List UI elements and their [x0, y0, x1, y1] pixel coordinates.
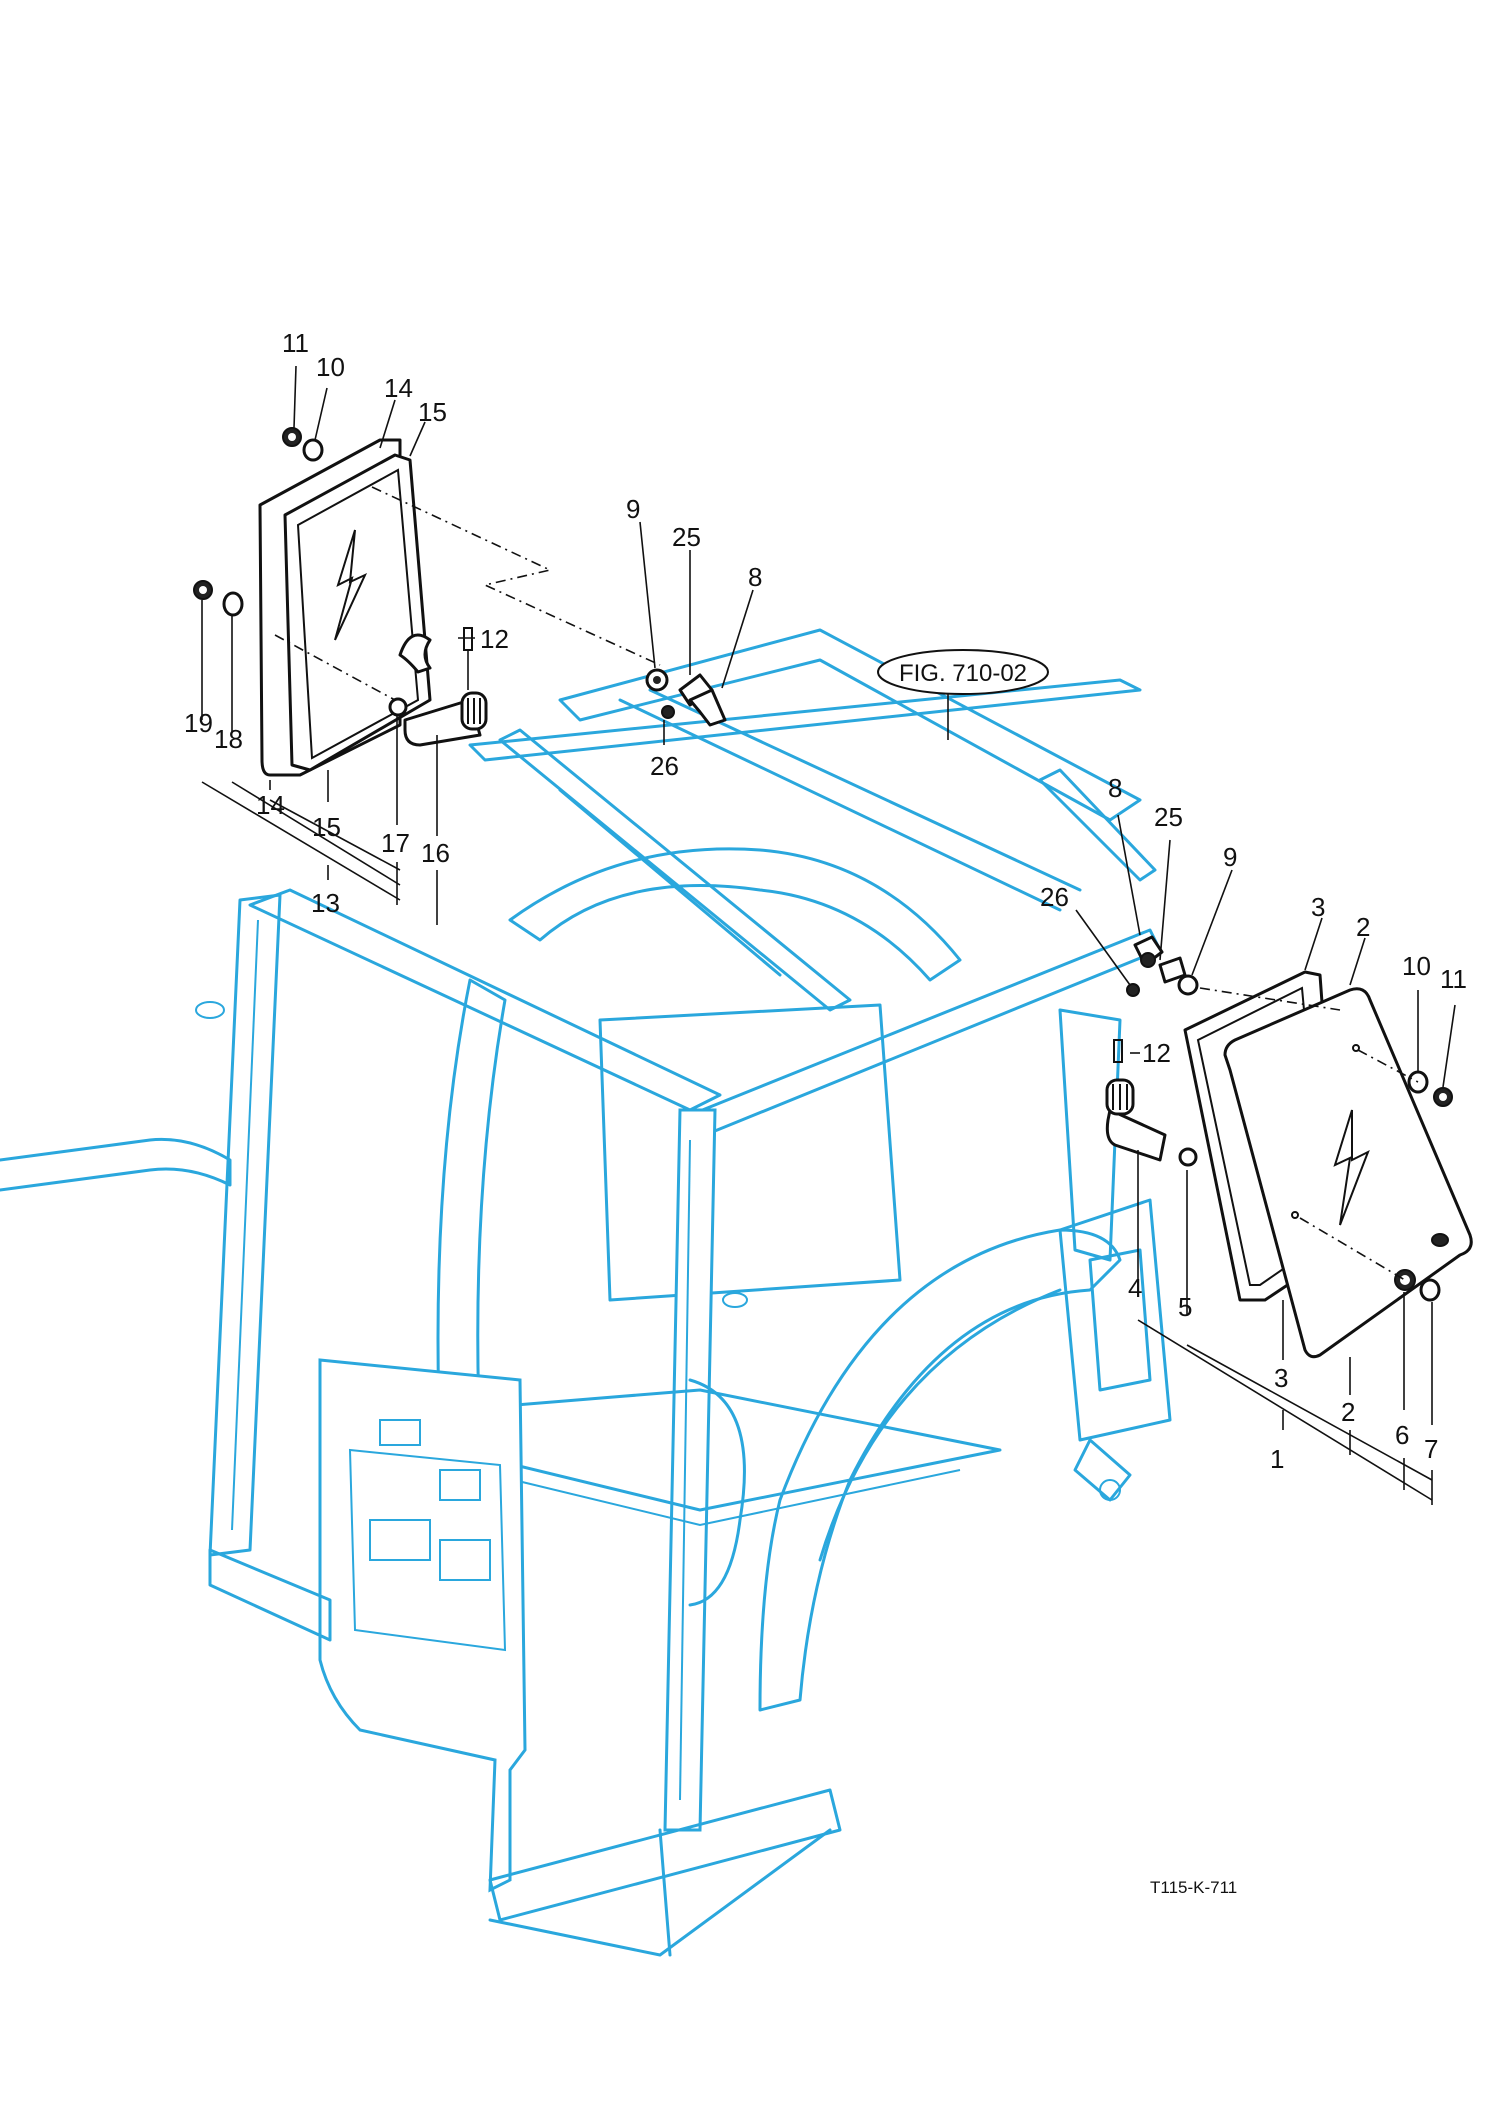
callout-13: 13	[311, 888, 340, 918]
callout-2-bottom: 2	[1341, 1397, 1355, 1427]
callout-15-top: 15	[418, 397, 447, 427]
leader-lines	[201, 365, 1456, 1505]
callout-3-bottom: 3	[1274, 1363, 1288, 1393]
callout-26-right: 26	[1040, 882, 1069, 912]
callout-3-top: 3	[1311, 892, 1325, 922]
callout-25-right: 25	[1154, 802, 1183, 832]
callout-17: 17	[381, 828, 410, 858]
callout-11-right: 11	[1440, 964, 1467, 994]
callout-8-left: 8	[748, 562, 762, 592]
figure-reference-label: FIG. 710-02	[899, 660, 1027, 687]
callout-7: 7	[1424, 1434, 1438, 1464]
callout-16: 16	[421, 838, 450, 868]
figure-reference: FIG. 710-02	[877, 649, 1049, 740]
callout-11-left: 11	[282, 328, 309, 358]
callout-19: 19	[184, 708, 213, 738]
callout-18: 18	[214, 724, 243, 754]
callout-10-left: 10	[316, 352, 345, 382]
callout-4: 4	[1128, 1273, 1142, 1303]
callout-14-bottom: 14	[256, 790, 285, 820]
callout-labels: 11 10 14 15 12 19 18 14 15 17 16 13 9 25…	[184, 328, 1467, 1474]
right-window-assembly	[1105, 935, 1473, 1359]
callout-26-left: 26	[650, 751, 679, 781]
left-window-assembly	[193, 427, 661, 777]
cab-frame	[0, 628, 1172, 1957]
callout-25-left: 25	[672, 522, 701, 552]
callout-9-left: 9	[626, 494, 640, 524]
callout-12-right: 12	[1142, 1038, 1171, 1068]
callout-14-top: 14	[384, 373, 413, 403]
callout-12-left: 12	[480, 624, 509, 654]
callout-5: 5	[1178, 1292, 1192, 1322]
callout-15-bottom: 15	[312, 812, 341, 842]
callout-6: 6	[1395, 1420, 1409, 1450]
center-bracket-assembly	[645, 668, 727, 727]
drawing-id: T115-K-711	[1150, 1878, 1237, 1897]
callout-2-top: 2	[1356, 912, 1370, 942]
callout-8-right: 8	[1108, 773, 1122, 803]
callout-9-right: 9	[1223, 842, 1237, 872]
callout-10-right: 10	[1402, 951, 1431, 981]
callout-1: 1	[1270, 1444, 1284, 1474]
